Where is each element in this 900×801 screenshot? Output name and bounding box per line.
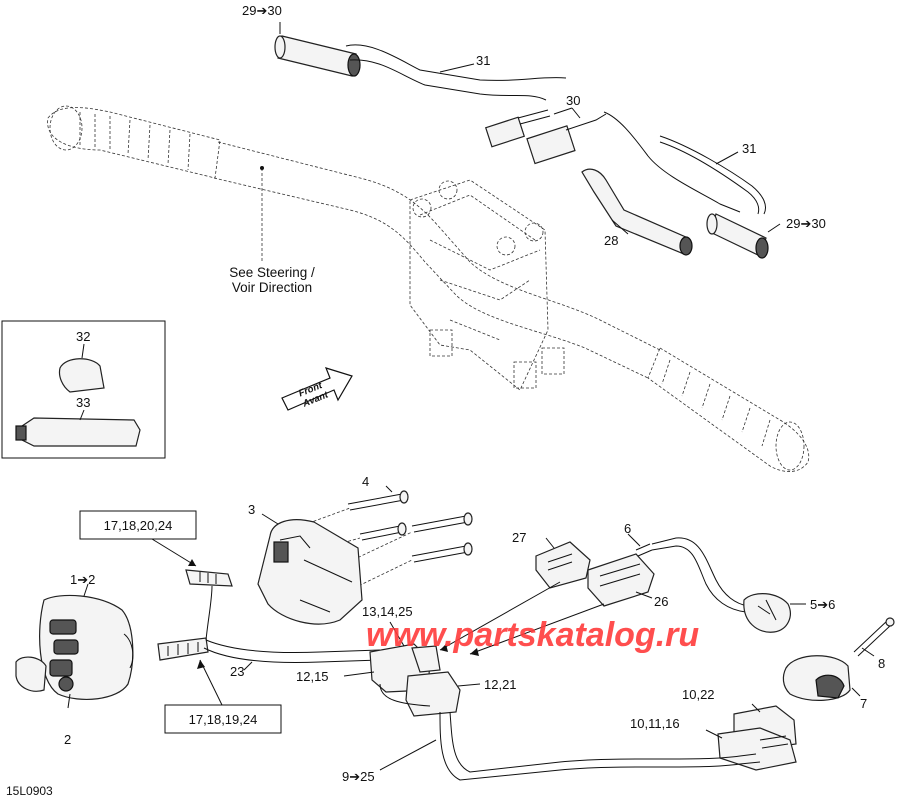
- callout-31-top: 31: [476, 53, 490, 68]
- wiring-harness-23: [203, 585, 381, 671]
- callout-29-30-right: 29➔30: [786, 216, 826, 231]
- handlebar-assembly: [47, 105, 810, 472]
- callout-10-22: 10,22: [682, 687, 715, 702]
- figure-code: 15L0903: [6, 784, 53, 798]
- boxed-label-top: [79, 510, 197, 567]
- steering-note-line2: Voir Direction: [232, 280, 312, 295]
- callout-33: 33: [76, 395, 90, 410]
- watermark-text: www.partskatalog.ru: [366, 616, 699, 654]
- connector-upper-left: [185, 569, 233, 587]
- connector-30-pair: [484, 109, 741, 213]
- callout-12-15: 12,15: [296, 669, 329, 684]
- connector-27: [439, 537, 591, 652]
- sensor-5-6: [627, 533, 806, 633]
- connector-26: [469, 553, 655, 656]
- callout-8: 8: [878, 656, 885, 671]
- callout-2: 2: [64, 732, 71, 747]
- callout-27: 27: [512, 530, 526, 545]
- screws-4: [289, 485, 473, 591]
- callout-9-25: 9➔25: [342, 769, 375, 784]
- callout-28: 28: [604, 233, 618, 248]
- callout-6: 6: [624, 521, 631, 536]
- front-direction-arrow: Front Avant: [281, 367, 353, 411]
- heating-element-right: [581, 135, 769, 259]
- callout-3: 3: [248, 502, 255, 517]
- cap-7: [782, 655, 861, 701]
- callout-30: 30: [566, 93, 580, 108]
- pin-8: [853, 617, 895, 657]
- switch-assembly-1-2: [15, 583, 134, 709]
- module-10: [705, 703, 797, 771]
- callout-29-30-top: 29➔30: [242, 3, 282, 18]
- callout-leaders-top: [279, 22, 781, 235]
- callout-26: 26: [654, 594, 668, 609]
- callout-31-right: 31: [742, 141, 756, 156]
- callout-1-2: 1➔2: [70, 572, 95, 587]
- heating-element-top-left: [274, 35, 567, 101]
- callout-7: 7: [860, 696, 867, 711]
- inset-box: [1, 320, 166, 459]
- boxed-label-17-18-19-24: 17,18,19,24: [189, 712, 258, 727]
- callout-23: 23: [230, 664, 244, 679]
- boxed-label-17-18-20-24: 17,18,20,24: [104, 518, 173, 533]
- callout-12-21: 12,21: [484, 677, 517, 692]
- callout-13-14-25: 13,14,25: [362, 604, 413, 619]
- callout-5-6: 5➔6: [810, 597, 835, 612]
- callout-32: 32: [76, 329, 90, 344]
- steering-note-line1: See Steering /: [229, 265, 315, 280]
- callout-4: 4: [362, 474, 369, 489]
- boxed-label-bottom: [164, 659, 282, 734]
- connector-lower-left: [157, 637, 209, 661]
- housing-3: [257, 513, 363, 625]
- callout-10-11-16: 10,11,16: [630, 716, 680, 731]
- main-harness-9-25: [379, 683, 761, 781]
- connector-cluster-12-15: [343, 621, 481, 717]
